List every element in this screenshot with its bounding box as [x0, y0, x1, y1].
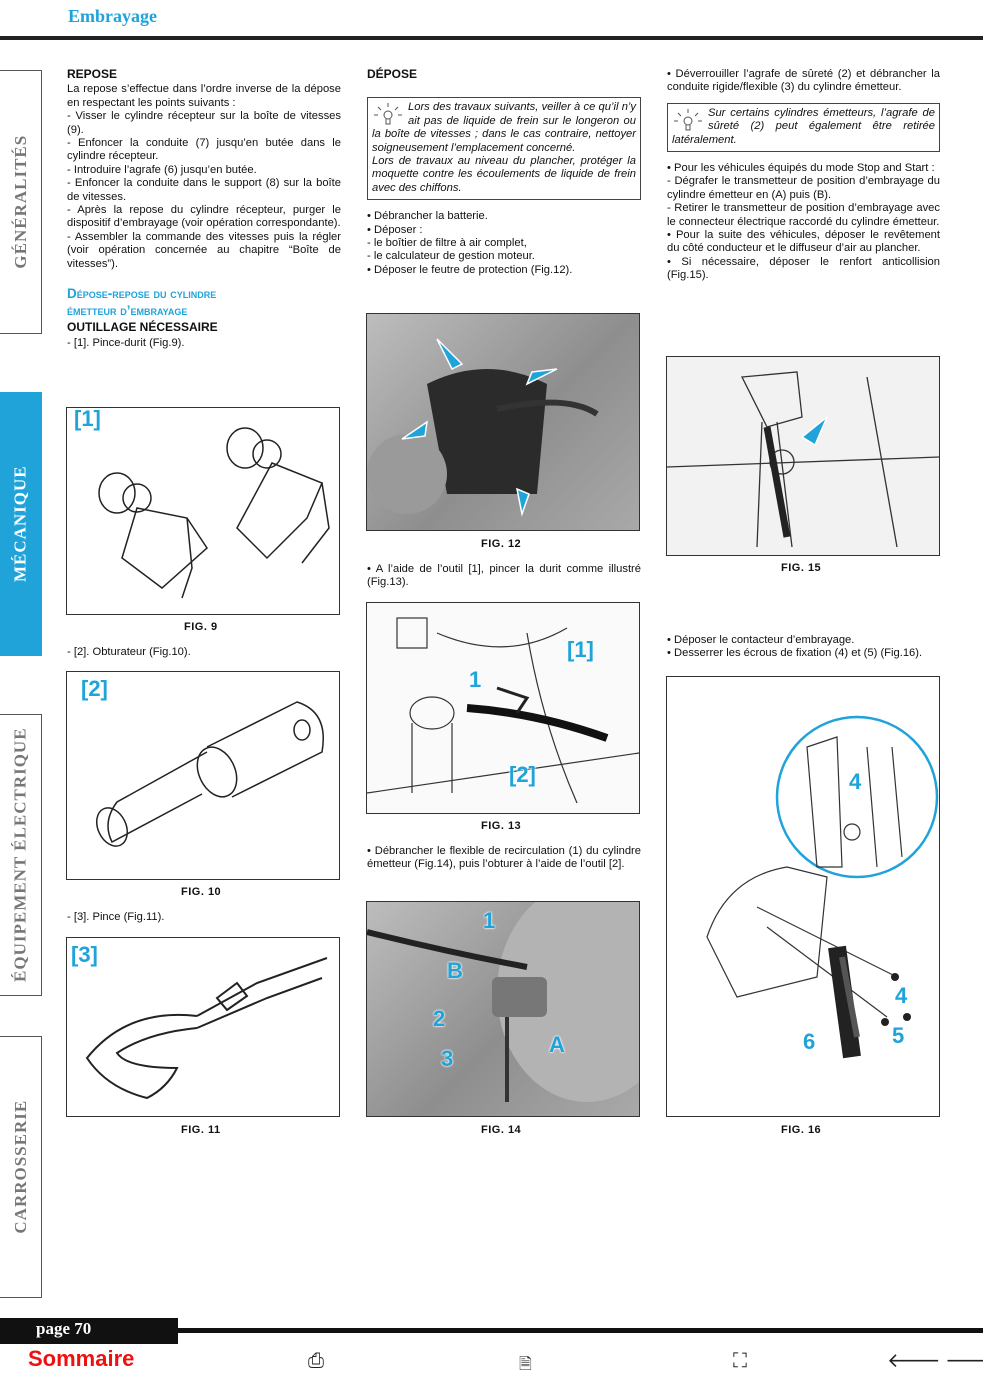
column-2: DÉPOSE Lors des travaux suivants, veille…: [367, 67, 641, 277]
repose-title: REPOSE: [67, 67, 118, 81]
step-14-text: • Débrancher le flexible de recirculatio…: [367, 845, 641, 871]
clutch-switch-drawing: [706, 715, 939, 1059]
figure-16-image: 4 4 5 6: [666, 676, 940, 1117]
info-note: Sur certains cylindres émetteurs, l’agra…: [667, 102, 940, 153]
ss-item: • Si nécessaire, déposer le renfort anti…: [667, 255, 940, 282]
footer-bar: [0, 1318, 178, 1344]
repose-item: - Visser le cylindre récepteur sur la bo…: [67, 110, 341, 136]
label-3: 3: [441, 1046, 454, 1071]
label-tool-1: [1]: [567, 637, 594, 662]
figure-10-caption: FIG. 10: [181, 886, 222, 898]
header-rule: [0, 36, 983, 40]
ss-item: • Pour la suite des véhicules, déposer l…: [667, 229, 940, 255]
warning-note: Lors des travaux suivants, veiller à ce …: [367, 97, 641, 201]
hose-pinch-drawing: [367, 617, 639, 804]
footer-rule: [178, 1328, 983, 1333]
note-text-1: Lors des travaux suivants, veiller à ce …: [372, 101, 636, 154]
figure-11-caption: FIG. 11: [181, 1124, 221, 1136]
label-A: A: [549, 1032, 565, 1057]
step: - le boîtier de filtre à air complet,: [367, 237, 527, 250]
page-header-title: Embrayage: [68, 6, 157, 26]
figure-9-image: [1]: [66, 407, 340, 615]
binoculars-icon[interactable]: ⛶: [733, 1350, 747, 1372]
column-1: REPOSE La repose s’effectue dans l’ordre…: [67, 67, 341, 350]
step: • Déposer le feutre de protection (Fig.1…: [367, 263, 573, 276]
step: • Déposer :: [367, 223, 423, 236]
tab-mecanique[interactable]: MÉCANIQUE: [0, 392, 42, 656]
figure-14-caption: FIG. 14: [481, 1124, 522, 1136]
print-icon[interactable]: ⎙: [308, 1350, 324, 1372]
label-tool-2: [2]: [509, 762, 536, 787]
figure-14-image: 1 B 2 A 3: [366, 901, 640, 1117]
plug-tool-drawing: [96, 701, 324, 847]
step-1-text: • Déverrouiller l’agrafe de sûreté (2) e…: [667, 68, 940, 94]
tab-carrosserie[interactable]: CARROSSERIE: [0, 1036, 42, 1298]
section-title-line1: Dépose-repose du cylindre: [67, 286, 217, 302]
label-2: 2: [433, 1006, 446, 1031]
note-text: Sur certains cylindres émetteurs, l’agra…: [672, 106, 935, 146]
pliers-drawing: [85, 957, 328, 1100]
tool3-text: - [3]. Pince (Fig.11).: [67, 911, 165, 923]
repose-intro: La repose s’effectue dans l’ordre invers…: [67, 83, 341, 109]
label-1: 1: [469, 667, 482, 692]
tool2-text: - [2]. Obturateur (Fig.10).: [67, 646, 191, 658]
figure-10-image: [2]: [66, 671, 340, 880]
document-search-icon[interactable]: 🗎: [519, 1356, 532, 1373]
repose-item: - Assembler la commande des vitesses pui…: [67, 230, 341, 270]
page-number: page 70: [36, 1319, 92, 1338]
label-6: 6: [803, 1029, 816, 1054]
figure-12-caption: FIG. 12: [481, 538, 522, 550]
repose-item: - Après la repose du cylindre récepteur,…: [67, 204, 341, 230]
figure-12-image: [366, 313, 640, 531]
ss-item: - Retirer le transmetteur de position d’…: [667, 202, 940, 228]
repose-item: - Enfoncer la conduite (7) jusqu’en buté…: [67, 137, 341, 163]
tool1-text: - [1]. Pince-durit (Fig.9).: [67, 336, 185, 349]
steps-block: • Déposer le contacteur d’embrayage. • D…: [667, 634, 940, 661]
tab-generalites[interactable]: GÉNÉRALITÉS: [0, 70, 42, 334]
label-1: 1: [483, 908, 496, 933]
label-4: 4: [895, 983, 908, 1008]
figure-16-caption: FIG. 16: [781, 1124, 822, 1136]
pedal-area-drawing: [667, 371, 939, 548]
step: • Desserrer les écrous de fixation (4) e…: [667, 647, 923, 660]
figure-9-caption: FIG. 9: [184, 621, 218, 633]
figure-13-caption: FIG. 13: [481, 820, 522, 832]
hose-clamp-drawing: [98, 427, 330, 599]
figure-15-image: [666, 356, 940, 556]
label-B: B: [447, 958, 463, 983]
tab-equipement-electrique[interactable]: ÉQUIPEMENT ÉLECTRIQUE: [0, 714, 42, 996]
figure-tag: [2]: [81, 676, 108, 701]
note-text-2: Lors de travaux au niveau du plancher, p…: [372, 155, 636, 194]
sommaire-link[interactable]: Sommaire: [28, 1346, 135, 1371]
ss-item: - Dégrafer le transmetteur de position d…: [667, 175, 940, 201]
figure-tag: [3]: [71, 942, 98, 967]
figure-11-image: [3]: [66, 937, 340, 1117]
master-cylinder-photo: [367, 902, 639, 1102]
section-title-line2: émetteur d’embrayage: [67, 303, 188, 319]
depose-title: DÉPOSE: [367, 67, 418, 81]
column-3: • Déverrouiller l’agrafe de sûreté (2) e…: [667, 68, 940, 283]
step: • Débrancher la batterie.: [367, 210, 488, 223]
arrow-left-icon[interactable]: 🡐: [887, 1350, 941, 1372]
step: • Déposer le contacteur d’embrayage.: [667, 634, 855, 646]
arrow-right-icon[interactable]: 🡒: [945, 1350, 983, 1372]
stop-start-text: • Pour les véhicules équipés du mode Sto…: [667, 162, 935, 175]
outillage-heading: OUTILLAGE NÉCESSAIRE: [67, 320, 218, 335]
figure-13-image: [1] 1 [2]: [366, 602, 640, 814]
engine-bay-photo: [367, 338, 599, 517]
lightbulb-icon: [674, 108, 702, 131]
lightbulb-icon: [374, 103, 402, 125]
figure-15-caption: FIG. 15: [781, 562, 822, 574]
label-5: 5: [892, 1023, 905, 1048]
repose-item: - Introduire l’agrafe (6) jusqu’en butée…: [67, 163, 257, 176]
figure-tag: [1]: [74, 407, 101, 431]
step-13-text: • A l’aide de l’outil [1], pincer la dur…: [367, 563, 641, 589]
label-4: 4: [849, 769, 862, 794]
step: - le calculateur de gestion moteur.: [367, 250, 535, 263]
repose-item: - Enfoncer la conduite dans le support (…: [67, 177, 341, 203]
